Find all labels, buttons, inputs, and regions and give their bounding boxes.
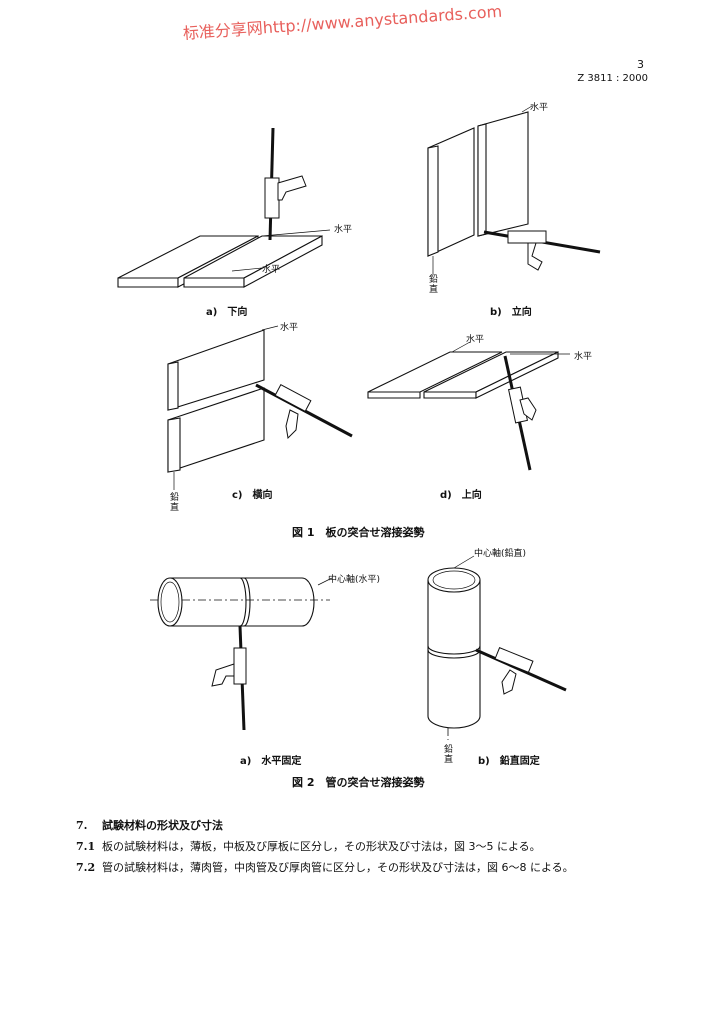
fig1a-horizontal-label-2: 水平 [262, 265, 281, 275]
section7-heading-number: 7. [76, 819, 88, 832]
fig1b-drawing [427, 105, 601, 275]
fig1b-horizontal-label: 水平 [530, 103, 549, 113]
fig1d-caption: d) 上向 [440, 490, 482, 501]
section7-heading-text: 試験材料の形状及び寸法 [102, 819, 223, 832]
section7-item-1-number: 7.1 [76, 840, 96, 853]
fig1c-caption: c) 横向 [232, 490, 273, 501]
section7-item-2-text: 管の試験材料は，薄肉管，中肉管及び厚肉管に区分し，その形状及び寸法は，図 6～8… [102, 861, 574, 874]
fig1c-drawing [167, 325, 353, 490]
fig2a-axis-label: 中心軸(水平) [328, 575, 381, 585]
figure2-title: 図 2 管の突合せ溶接姿勢 [292, 776, 425, 789]
figure1-title: 図 1 板の突合せ溶接姿勢 [292, 526, 425, 539]
section7-item-1: 7.1 板の試験材料は，薄板，中板及び厚板に区分し，その形状及び寸法は，図 3～5… [76, 838, 541, 854]
fig1d-horizontal-label-1: 水平 [466, 335, 485, 345]
fig1a-drawing [117, 127, 331, 288]
fig1a-caption: a) 下向 [206, 307, 248, 318]
section7-heading: 7. 試験材料の形状及び寸法 [76, 817, 223, 833]
fig1a-horizontal-label-1: 水平 [334, 225, 353, 235]
fig2b-drawing [427, 555, 567, 740]
fig1b-vertical-label-1: 鉛 [429, 275, 439, 285]
fig2b-axis-label: 中心軸(鉛直) [474, 549, 527, 559]
fig1c-horizontal-label: 水平 [280, 323, 299, 333]
fig1b-vertical-label-2: 直 [429, 285, 439, 295]
fig1d-horizontal-label-2: 水平 [574, 352, 593, 362]
fig1c-vertical-label-2: 直 [170, 503, 180, 513]
page-number: 3 [637, 58, 644, 71]
fig2b-vertical-label-1: 鉛 [444, 745, 454, 755]
section7-item-1-text: 板の試験材料は，薄板，中板及び厚板に区分し，その形状及び寸法は，図 3～5 によ… [102, 840, 541, 853]
fig2a-drawing [150, 577, 333, 731]
fig2b-vertical-label-2: 直 [444, 755, 454, 765]
section7-item-2: 7.2 管の試験材料は，薄肉管，中肉管及び厚肉管に区分し，その形状及び寸法は，図 … [76, 859, 574, 875]
standard-number: Z 3811 : 2000 [577, 73, 648, 84]
section7-item-2-number: 7.2 [76, 861, 96, 874]
fig1c-vertical-label-1: 鉛 [170, 493, 180, 503]
fig2b-caption: b) 鉛直固定 [478, 756, 540, 767]
fig2a-caption: a) 水平固定 [240, 756, 302, 767]
fig1b-caption: b) 立向 [490, 307, 532, 318]
fig1d-drawing [367, 341, 570, 471]
